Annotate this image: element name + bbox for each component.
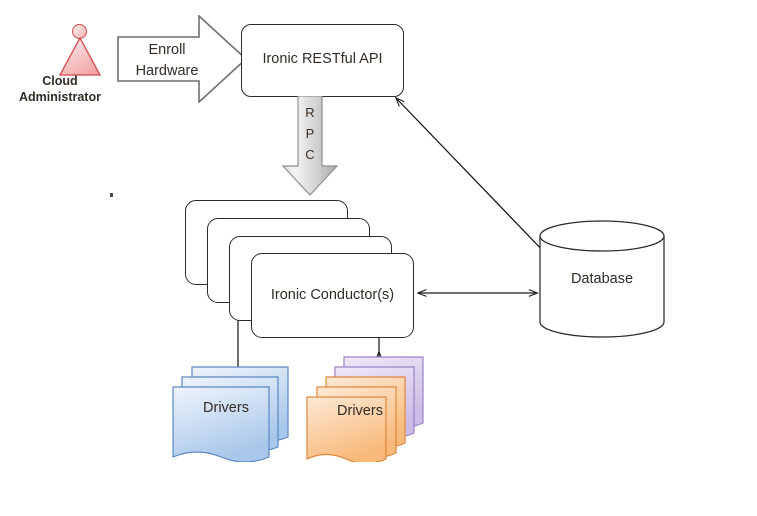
actor-label-line1: Cloud <box>42 74 78 88</box>
enroll-label-line1: Enroll <box>148 42 186 58</box>
connector-api-database <box>396 98 548 256</box>
ironic-restful-api-label: Ironic RESTful API <box>262 51 383 67</box>
actor-label: Cloud Administrator <box>0 74 120 105</box>
ironic-conductor-node[interactable] <box>251 253 414 338</box>
cloud-administrator-actor <box>40 24 120 96</box>
actor-label-line2: Administrator <box>19 89 101 104</box>
ironic-conductor-label: Ironic Conductor(s) <box>270 287 395 303</box>
actor-body-icon <box>59 37 101 76</box>
stray-dot-artifact <box>110 193 113 197</box>
drivers-blue-label: Drivers <box>203 400 249 416</box>
rpc-letter-p: P <box>305 126 315 141</box>
drivers-orange-node[interactable] <box>306 356 424 462</box>
enroll-hardware-label: Enroll Hardware <box>117 40 217 82</box>
rpc-label: R P C <box>281 102 339 165</box>
rpc-letter-r: R <box>305 105 315 120</box>
drivers-orange-label: Drivers <box>337 403 383 419</box>
enroll-label-line2: Hardware <box>135 63 199 80</box>
rpc-block-arrow <box>281 96 339 196</box>
database-node[interactable] <box>538 220 666 338</box>
database-label: Database <box>570 271 634 287</box>
rpc-letter-c: C <box>305 147 315 162</box>
enroll-hardware-block-arrow <box>117 15 247 103</box>
drivers-blue-node[interactable] <box>172 366 290 462</box>
